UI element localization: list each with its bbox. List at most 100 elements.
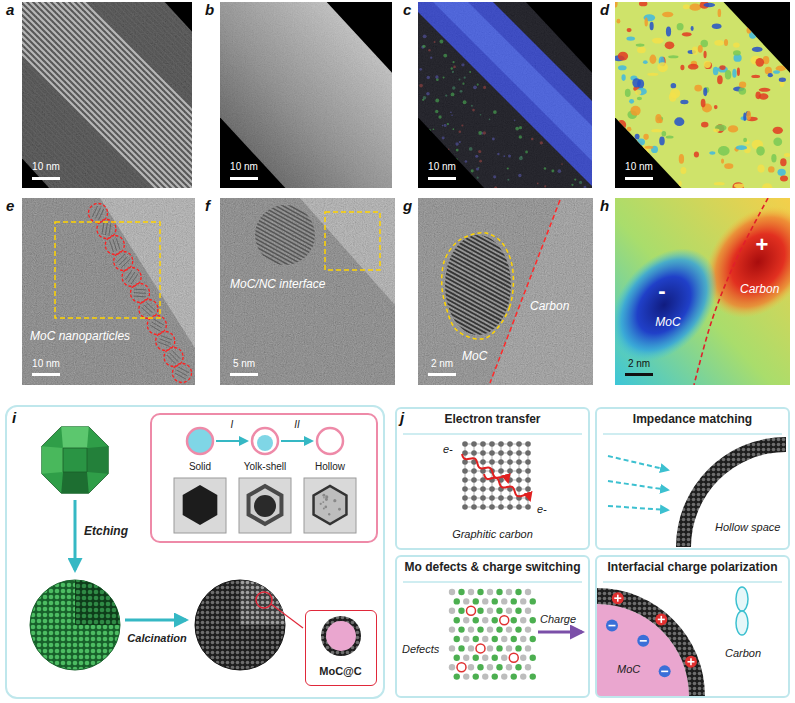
lattice-fringes	[430, 198, 530, 215]
dipole-icon	[736, 587, 748, 611]
dipole-icon	[736, 587, 748, 635]
defect-lattice	[496, 645, 502, 651]
defect-lattice	[473, 598, 479, 604]
strain-map	[613, 145, 620, 154]
eds-map	[398, 0, 638, 232]
strain-map	[613, 170, 624, 177]
nanoparticle-outline	[105, 223, 107, 235]
lattice-fringes	[430, 323, 530, 378]
nanoparticle-outline	[134, 292, 146, 294]
truncated-octahedron	[42, 427, 109, 494]
precursor-sphere	[30, 580, 120, 670]
bright-field-image	[220, 2, 392, 188]
scale-bar-label: 5 nm	[233, 358, 255, 370]
charge-arrow	[538, 632, 582, 633]
strain-map	[733, 43, 740, 48]
process-arrow	[125, 619, 186, 622]
defect-lattice	[530, 636, 536, 642]
tem-thumbnail	[254, 495, 276, 517]
strain-map	[717, 75, 723, 84]
defect-lattice	[463, 598, 469, 604]
defect-lattice	[449, 664, 455, 670]
strain-map	[618, 52, 628, 61]
morphology-sketch	[216, 440, 247, 442]
strain-map	[627, 28, 632, 32]
node-text: Hollow	[315, 461, 345, 473]
lattice-fringes	[240, 214, 330, 264]
mechanism-panel: Interfacial charge polarizationCarbonMoC	[595, 555, 790, 698]
lattice-fringes	[240, 230, 330, 280]
tem-thumbnail	[325, 498, 327, 500]
defect-lattice	[458, 608, 464, 614]
graphitic-lattice	[489, 495, 495, 501]
eds-map	[447, 151, 449, 153]
core-shell-section	[597, 604, 689, 696]
defect-lattice	[501, 655, 507, 661]
stem-image	[2, 178, 242, 418]
charge-symbol	[608, 625, 615, 627]
strain-map	[698, 45, 703, 53]
strain-map	[724, 163, 733, 169]
lattice-fringes	[430, 273, 530, 328]
strain-map	[649, 55, 656, 64]
lattice-fringes	[430, 231, 530, 286]
bright-field-image	[220, 2, 392, 188]
eds-map	[418, 2, 592, 188]
incident-wave	[608, 481, 668, 490]
lattice-fringes	[430, 227, 530, 282]
zoom-leader	[271, 604, 303, 628]
nanoparticle-outline	[160, 339, 171, 343]
strain-map	[746, 111, 751, 120]
strain-map	[733, 50, 741, 55]
bright-field-image	[220, 2, 392, 188]
node-text: Carbon	[725, 647, 761, 660]
defect-lattice	[477, 589, 483, 595]
charge-symbol	[617, 595, 619, 602]
strain-map	[613, 0, 795, 193]
strain-map	[677, 23, 684, 30]
scale-bar	[230, 177, 258, 180]
defect-lattice	[492, 636, 498, 642]
graphitic-lattice	[516, 441, 522, 447]
defect-lattice	[463, 617, 469, 623]
node-text: MoC@C	[319, 665, 362, 678]
scale-bar-label: 10 nm	[32, 161, 60, 173]
strain-map	[773, 70, 780, 74]
defect-lattice	[454, 673, 460, 679]
nanoparticle-outline	[169, 353, 177, 362]
strain-map	[769, 6, 778, 10]
graphitic-lattice	[507, 468, 513, 474]
defect-lattice	[511, 673, 517, 679]
graphitic-lattice	[471, 468, 477, 474]
lattice-fringes	[430, 198, 530, 385]
graphitic-lattice	[498, 468, 504, 474]
lattice-fringes	[240, 210, 330, 260]
defect-lattice	[477, 626, 483, 632]
lattice-fringes	[240, 234, 330, 284]
defect-lattice	[520, 673, 526, 679]
defect-lattice	[487, 608, 493, 614]
strain-map	[739, 82, 746, 88]
tem-thumbnail	[333, 499, 336, 502]
strain-map	[636, 44, 645, 47]
lattice-fringes	[430, 198, 530, 206]
scale-bar	[428, 373, 456, 376]
lattice-fringes	[430, 248, 530, 303]
strain-map	[709, 151, 715, 154]
nanoparticle-outline	[110, 240, 114, 251]
nanoparticle-outline	[146, 302, 155, 310]
strain-map	[751, 75, 760, 78]
defect-lattice	[449, 589, 536, 680]
image-annotation: Carbon	[740, 283, 779, 297]
strain-map	[635, 134, 640, 140]
strain-map	[637, 97, 642, 101]
nanoparticle-outline	[173, 364, 192, 383]
strain-map	[665, 41, 675, 49]
nanoparticle-outline	[134, 289, 146, 291]
core-shell-sphere	[326, 621, 356, 651]
defect-lattice	[525, 664, 531, 670]
lattice-fringes	[430, 198, 530, 248]
lattice-fringes	[430, 198, 530, 223]
defect-lattice	[520, 655, 526, 661]
